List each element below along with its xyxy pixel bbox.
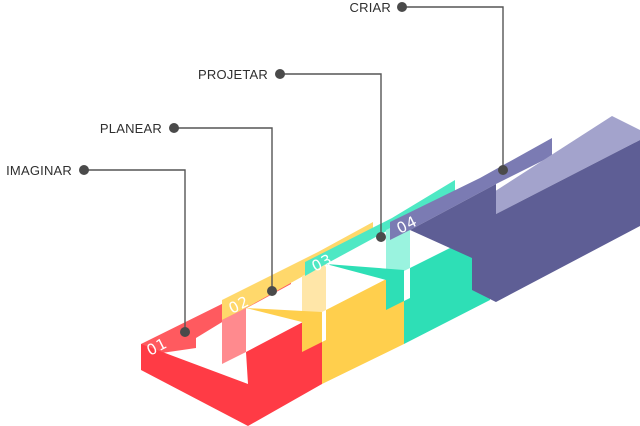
step-2-leader-line bbox=[174, 127, 273, 291]
step-2-front-face bbox=[246, 270, 404, 384]
step-4-label: CRIAR bbox=[350, 0, 391, 15]
step-3-label-dot bbox=[275, 69, 285, 79]
step-1-anchor-dot bbox=[180, 327, 190, 337]
step-2-block bbox=[222, 222, 404, 384]
step-1-notch-face bbox=[222, 308, 246, 364]
step-4-block bbox=[390, 116, 640, 302]
step-4-label-dot bbox=[397, 2, 407, 12]
step-4-top-face bbox=[390, 138, 552, 240]
step-3-leader-line bbox=[280, 73, 382, 237]
step-2-notch-face bbox=[302, 264, 326, 322]
step-2-label-dot bbox=[169, 123, 179, 133]
step-3-anchor-dot bbox=[376, 232, 386, 242]
step-1-label-dot bbox=[79, 165, 89, 175]
step-1-label: IMAGINAR bbox=[6, 163, 72, 178]
step-1-leader-line bbox=[84, 169, 186, 332]
step-2-top-face bbox=[222, 222, 373, 320]
step-2-anchor-dot bbox=[267, 286, 277, 296]
step-4-anchor-dot bbox=[498, 165, 508, 175]
step-4-tall-top-face bbox=[472, 116, 640, 214]
step-4-leader-line bbox=[402, 6, 504, 170]
step-4-front-face bbox=[410, 140, 640, 302]
step-2-label: PLANEAR bbox=[100, 121, 162, 136]
step-3-front-face bbox=[326, 228, 490, 344]
step-3-label: PROJETAR bbox=[198, 67, 268, 82]
step-3-top-face bbox=[305, 180, 455, 276]
step-1-front-face bbox=[141, 344, 248, 426]
